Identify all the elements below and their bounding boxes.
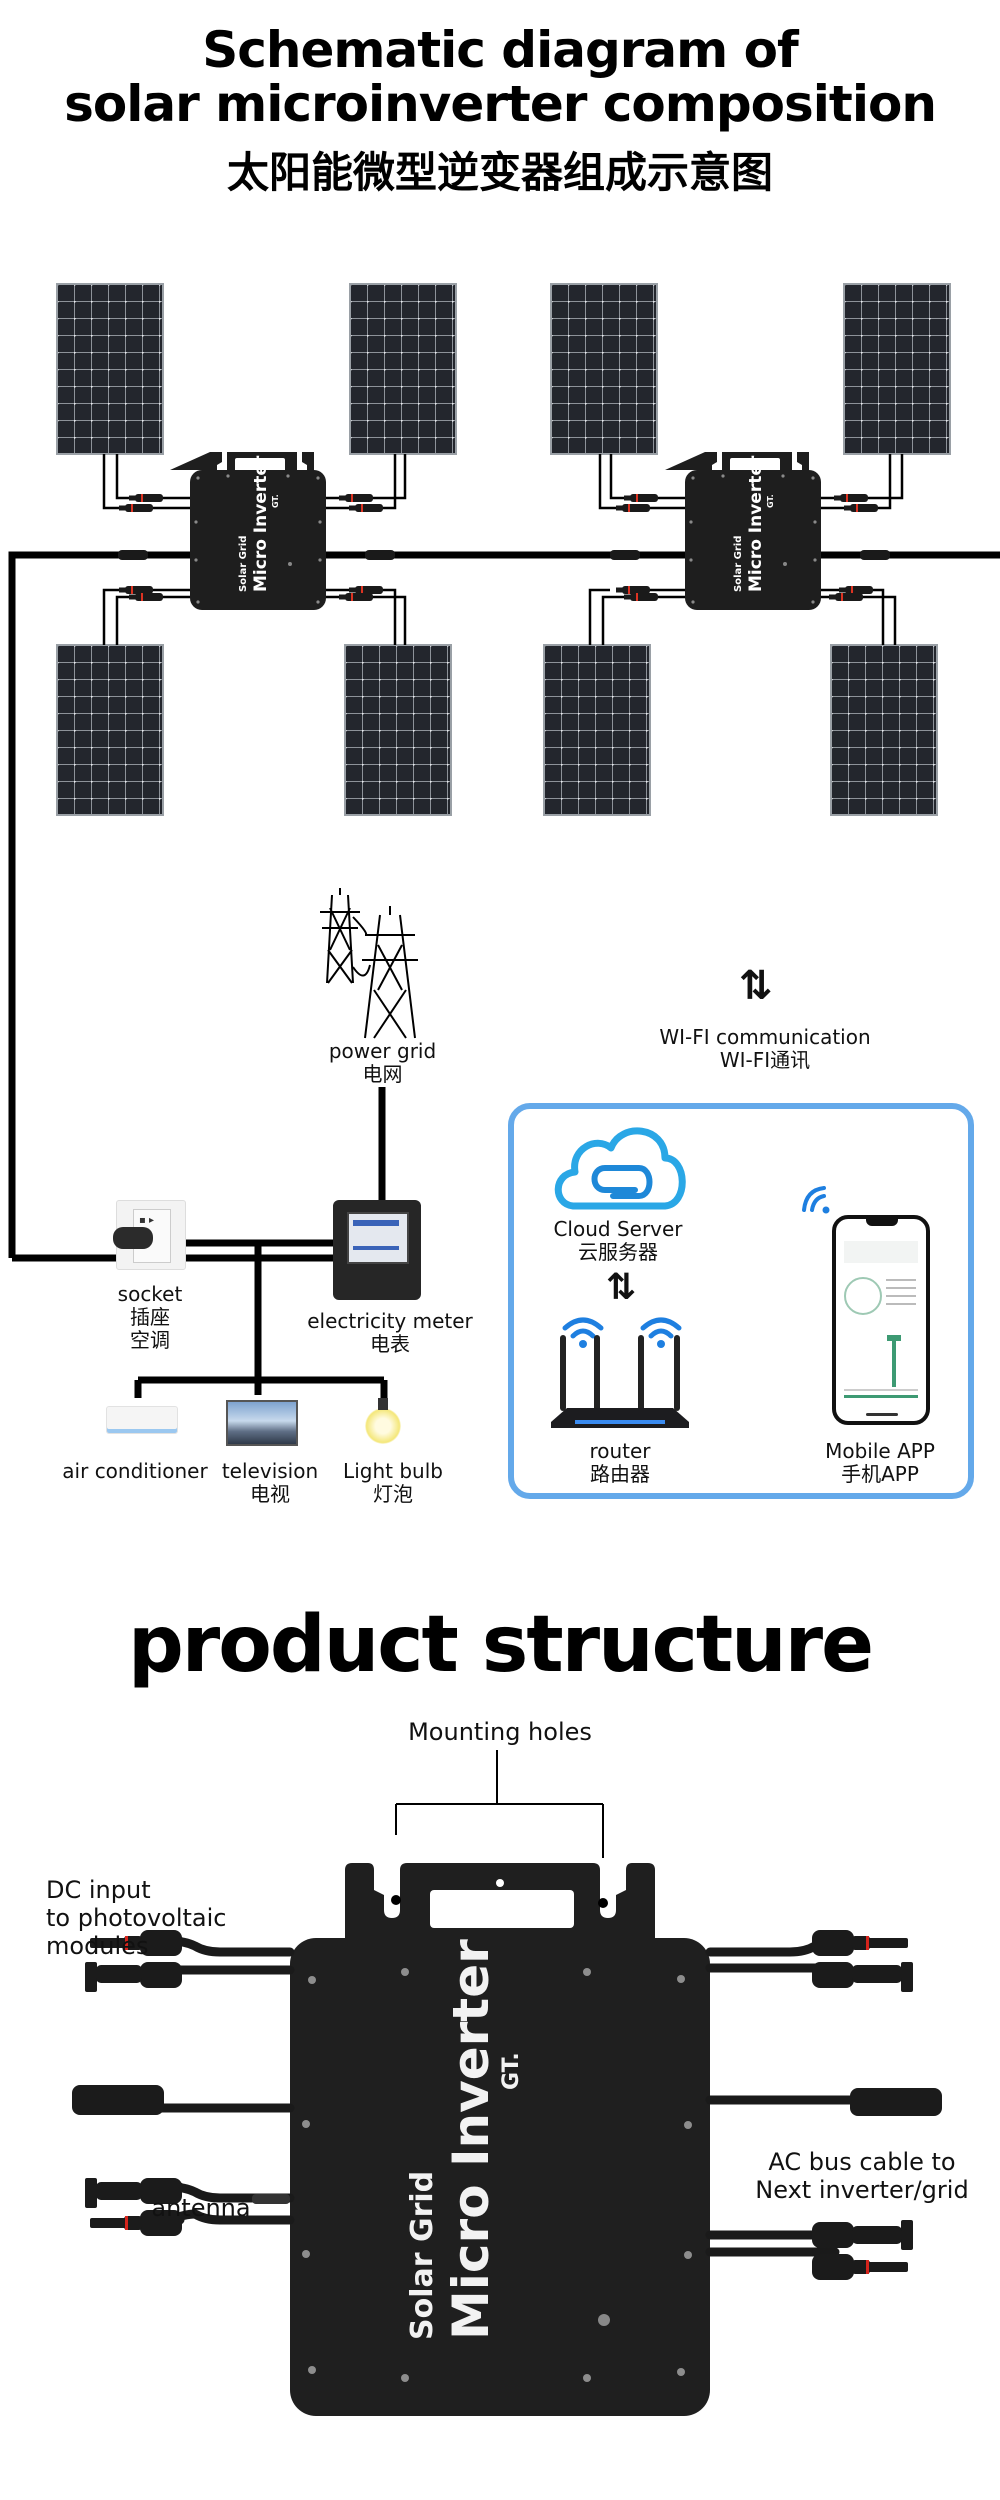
bidirectional-arrow-icon: ⇅ [739, 963, 773, 1009]
router-icon [551, 1317, 689, 1428]
antenna-label: antenna [151, 2194, 251, 2222]
bidirectional-arrow-icon: ⇅ [606, 1267, 637, 1308]
title-line-2: solar microinverter composition [64, 75, 937, 133]
dc-connector-left [85, 1930, 182, 2236]
air-conditioner-icon [106, 1406, 178, 1434]
wifi-signal-icon [802, 1186, 830, 1214]
solar-panel [830, 644, 938, 816]
solar-panel [56, 644, 164, 816]
inverter-body [290, 1938, 710, 2416]
dc-input-label: DC input to photovoltaic modules [46, 1876, 227, 1960]
mounting-hole [391, 1895, 401, 1905]
power-tower-icon [320, 888, 418, 1039]
title-line-1: Schematic diagram of [202, 21, 799, 79]
solar-panel [344, 644, 452, 816]
micro-inverter [665, 452, 821, 610]
electricity-meter-icon [333, 1200, 421, 1300]
title-chinese: 太阳能微型逆变器组成示意图 [226, 148, 773, 197]
brand-line-1: Solar Grid [405, 2171, 440, 2340]
micro-inverter [170, 452, 326, 610]
solar-panel [56, 283, 164, 455]
product-structure-title: product structure [127, 1600, 874, 1690]
dc-connector-right [812, 1930, 913, 2280]
ac-connector-right [850, 2088, 942, 2116]
brand-logo: GT. [499, 2052, 524, 2090]
mounting-holes-label: Mounting holes [408, 1718, 592, 1746]
status-led [598, 2314, 610, 2326]
brand-line-2: Micro Inverter [442, 1939, 500, 2340]
cloud-server-icon [554, 1127, 686, 1210]
ac-bus-label: AC bus cable to Next inverter/grid [755, 2148, 969, 2204]
solar-panel [543, 644, 651, 816]
antenna [252, 2194, 290, 2204]
product-inverter-diagram: Solar Grid Micro Inverter GT. [72, 1750, 942, 2416]
light-bulb-icon [365, 1408, 401, 1444]
solar-panel [349, 283, 457, 455]
mounting-holes-leader [395, 1750, 604, 1858]
solar-panel [843, 283, 951, 455]
solar-panel [550, 283, 658, 455]
television-icon [226, 1400, 298, 1446]
ac-connector-left [72, 2085, 164, 2115]
bulb-base [378, 1398, 388, 1410]
appliance-label-air-conditioner: air conditioner [62, 1459, 208, 1483]
socket-icon: ▪ ▸ [113, 1200, 186, 1270]
mounting-hole [598, 1898, 608, 1908]
mobile-phone-icon [832, 1215, 930, 1425]
